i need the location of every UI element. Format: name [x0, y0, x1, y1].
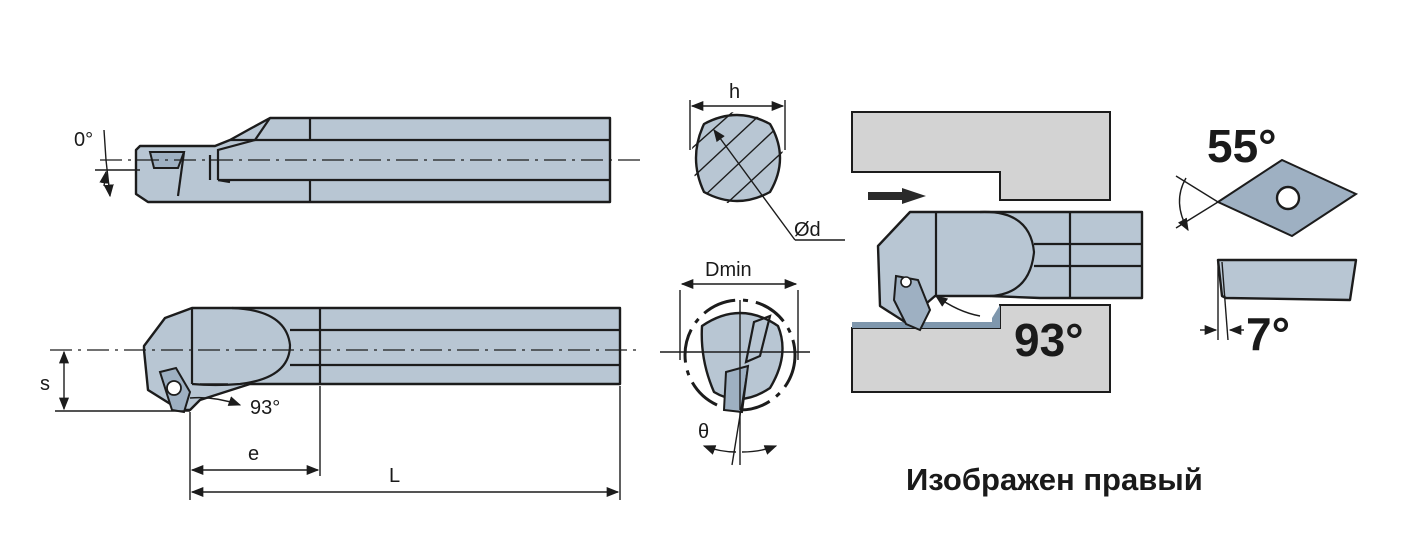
insert-angle-label: 55° — [1207, 120, 1277, 172]
boring-operation — [851, 111, 1144, 393]
caption: Изображен правый — [906, 462, 1203, 497]
bore-approach-angle-label: 93° — [1014, 314, 1084, 366]
shank-section — [689, 100, 845, 241]
clearance-angle-label: 7° — [1246, 308, 1290, 360]
side-approach-angle-label: 93° — [250, 397, 280, 419]
bottom-view-bar — [50, 306, 640, 500]
s-label: s — [40, 373, 50, 395]
e-label: e — [248, 443, 259, 465]
h-label: h — [729, 81, 740, 103]
top-view-bar — [95, 116, 640, 204]
insert-detail — [1175, 158, 1359, 341]
zero-angle-label: 0° — [74, 129, 93, 151]
L-label: L — [389, 465, 400, 487]
end-view — [660, 278, 810, 466]
dmin-label: Dmin — [705, 259, 752, 281]
d-label: Ød — [794, 219, 821, 241]
theta-label: θ — [698, 421, 709, 443]
